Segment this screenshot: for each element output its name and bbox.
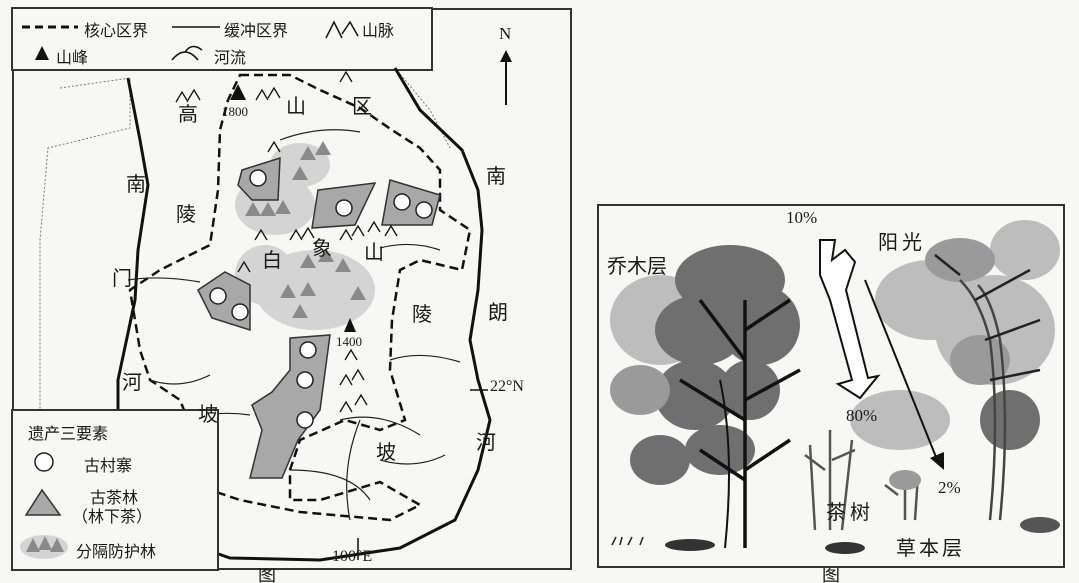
- place-bai: 白: [262, 248, 282, 272]
- light-arrow-herb: [864, 279, 939, 463]
- tea-tree-label: 茶树: [826, 500, 874, 524]
- canopy-foliage: [630, 245, 1040, 485]
- peak-icon: [35, 46, 49, 60]
- vegetation-panel: [597, 204, 1065, 568]
- forest-tree-icons: [245, 141, 366, 318]
- legend-village-icon: [34, 452, 54, 472]
- place-shan: 山: [286, 94, 306, 118]
- pct-top: 10%: [786, 208, 818, 227]
- place-he-right: 河: [476, 430, 496, 454]
- peak-north-icon: [230, 84, 246, 100]
- tea-tree-shape: [804, 430, 856, 531]
- place-nan-left: 南: [126, 172, 146, 196]
- legend-protective-icon: [26, 536, 64, 552]
- mountain-icon: [325, 20, 359, 39]
- vegetation-drawing: [610, 220, 1060, 554]
- legend-mountain-label: 山脉: [362, 21, 395, 40]
- place-po-left: 坡: [198, 402, 218, 426]
- map-legend-box: [11, 7, 433, 71]
- map-caption: 图: [258, 568, 276, 583]
- peak-south-elevation: 1400: [336, 334, 362, 349]
- place-ling-left: 陵: [176, 202, 196, 226]
- longitude-label: 100°E: [332, 548, 373, 565]
- legend-protective-label: 分隔防护林: [76, 542, 157, 561]
- latitude-label: 22°N: [490, 378, 524, 395]
- place-lang: 朗: [488, 300, 508, 324]
- legend-buffer-label: 缓冲区界: [224, 21, 289, 40]
- sunlight-label: 阳光: [878, 230, 926, 254]
- legend-core-label: 核心区界: [84, 21, 149, 40]
- tree-trunk-right: [959, 279, 1007, 521]
- peak-north-elevation: 1800: [222, 104, 248, 119]
- tree-layer-label: 乔木层: [607, 254, 667, 278]
- herb-layer-label: 草本层: [896, 536, 965, 560]
- pct-low: 2%: [938, 478, 961, 497]
- north-label: N: [499, 24, 512, 43]
- buffer-zone-boundary: [116, 67, 492, 562]
- legend-elements-title: 遗产三要素: [28, 424, 109, 443]
- place-nan-right: 南: [486, 164, 506, 188]
- core-zone-boundary: [128, 73, 472, 522]
- vegetation-caption: 图: [822, 568, 840, 583]
- legend-tea-label-1: 古茶林: [90, 488, 139, 507]
- place-ling-right: 陵: [412, 302, 432, 326]
- village-markers: [209, 169, 433, 429]
- place-xiang: 象: [312, 236, 332, 260]
- pct-mid: 80%: [846, 406, 878, 425]
- place-he-left: 河: [122, 370, 142, 394]
- legend-tea-label-2: （林下茶）: [72, 507, 153, 526]
- place-po-right: 坡: [376, 440, 396, 464]
- tree-trunk-left: [679, 298, 801, 548]
- legend-tea-icon: [24, 488, 62, 516]
- place-men: 门: [112, 266, 132, 290]
- legend-river-label: 河流: [214, 48, 247, 67]
- legend-peak-label: 山峰: [56, 48, 89, 67]
- peak-south-icon: [344, 318, 356, 332]
- sunlight-arrow: [819, 239, 881, 400]
- place-shan2: 山: [364, 240, 384, 264]
- mountain-glyphs: [175, 70, 398, 413]
- river-icon: [171, 45, 203, 61]
- place-qu: 区: [352, 94, 372, 118]
- legend-village-label: 古村寨: [84, 456, 133, 475]
- place-gao: 高: [178, 102, 198, 126]
